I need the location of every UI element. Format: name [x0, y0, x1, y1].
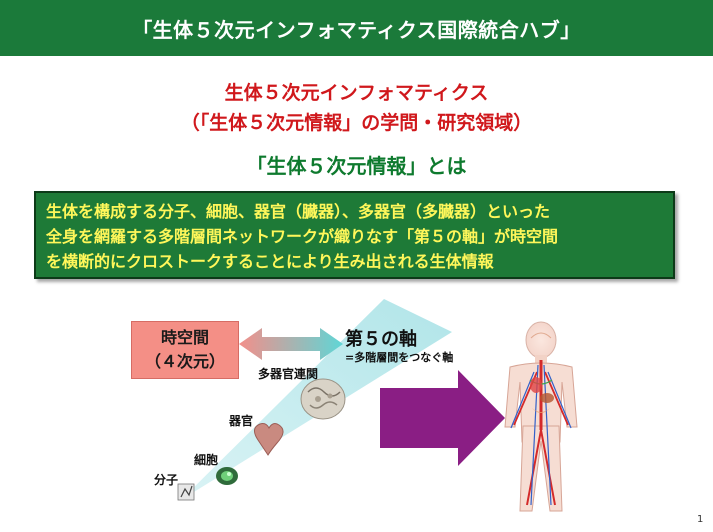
label-multi-organ: 多器官連関 — [258, 367, 319, 381]
spacetime-box: 時空間 （４次元） — [131, 321, 239, 379]
main-title: 生体５次元インフォマティクス — [224, 82, 489, 104]
heart-icon — [254, 423, 284, 456]
definition-line-1: 生体を構成する分子、細胞、器官（臓器）、多器官（多臓器）といった — [46, 202, 551, 221]
multi-organ-image — [300, 378, 346, 420]
label-cell: 細胞 — [194, 453, 219, 467]
definition-line-3: を横断的にクロストークすることにより生み出される生体情報 — [46, 252, 494, 271]
spacetime-sub: （４次元） — [144, 352, 225, 371]
human-body-image — [504, 321, 578, 512]
definition-line-2: 全身を網羅する多階層間ネットワークが織りなす「第５の軸」が時空間 — [46, 227, 559, 246]
top-banner: 「生体５次元インフォマティクス国際統合ハブ」 — [0, 0, 713, 56]
label-organ: 器官 — [229, 414, 254, 428]
page-number: 1 — [697, 514, 704, 525]
main-subtitle: （「生体５次元情報」の学問・研究領域） — [180, 112, 533, 134]
fifth-axis-subtitle: =多階層間をつなぐ軸 — [345, 351, 454, 364]
definition-heading: 「生体５次元情報」とは — [246, 154, 467, 178]
molecule-image — [177, 483, 195, 501]
double-arrow-icon — [239, 328, 343, 360]
spacetime-label: 時空間 — [160, 328, 209, 347]
purple-arrow-icon — [380, 370, 505, 466]
cell-image — [216, 467, 238, 485]
label-molecule: 分子 — [154, 473, 179, 487]
fifth-axis-title: 第５の軸 — [345, 329, 417, 350]
definition-box: 生体を構成する分子、細胞、器官（臓器）、多器官（多臓器）といった 全身を網羅する… — [34, 191, 675, 279]
banner-title: 「生体５次元インフォマティクス国際統合ハブ」 — [132, 17, 581, 42]
